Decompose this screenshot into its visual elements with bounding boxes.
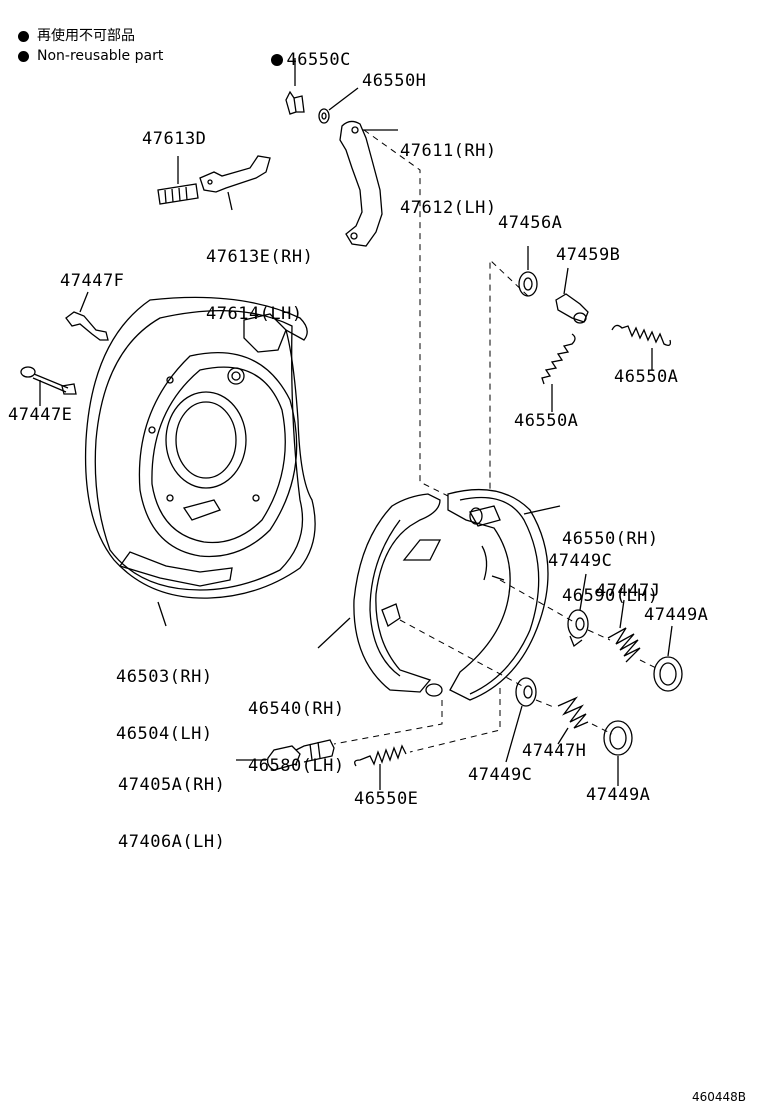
cable-47447F-part [66,292,108,340]
dashed-assembly-lines [334,130,660,752]
label-47449C-bottom[interactable]: 47449C [468,765,533,785]
label-46503-46504[interactable]: 46503(RH) 46504(LH) [116,667,213,744]
label-47447J[interactable]: 47447J [596,581,661,601]
shoe-46550-part [448,490,560,700]
label-47449C-top[interactable]: 47449C [548,551,613,571]
bolt-47459B-part [556,268,588,323]
adjuster-47405A-part [236,740,334,770]
washer-47449C-top-part [568,574,588,646]
label-46550-46590[interactable]: 46550(RH) 46590(LH) [562,529,659,606]
legend-text-japanese: 再使用不可部品 [37,28,135,44]
spring-47447J-part [608,600,640,662]
filled-dot-icon [18,50,29,62]
legend-row-english: Non-reusable part [18,46,163,66]
cup-47449A-top-part [654,626,682,691]
label-47447H[interactable]: 47447H [522,741,587,761]
legend-row-japanese: 再使用不可部品 [18,26,163,46]
spring-46550A-left-part [542,334,575,412]
label-47613D[interactable]: 47613D [142,129,207,149]
lever-47611-part [340,121,398,246]
plug-47456A-part [519,246,537,296]
strut-47613E-part [200,156,270,210]
label-47447E[interactable]: 47447E [8,405,73,425]
figure-id: 460448B [691,1090,746,1104]
label-46550A-right[interactable]: 46550A [614,367,679,387]
non-reusable-dot-icon [271,54,284,66]
label-46550H[interactable]: 46550H [362,71,427,91]
spring-46550A-right-part [612,325,670,370]
spring-47447H-part [558,698,588,744]
label-47459B[interactable]: 47459B [556,245,621,265]
label-47611-47612[interactable]: 47611(RH) 47612(LH) [400,141,497,218]
label-47447F[interactable]: 47447F [60,271,125,291]
label-47456A[interactable]: 47456A [498,213,563,233]
label-47449A-top[interactable]: 47449A [644,605,709,625]
filled-dot-icon [18,30,29,42]
shoe-46540-part [318,494,442,696]
pin-47447E-part [21,367,76,406]
cup-47449A-bottom-part [604,721,632,786]
legend-text-english: Non-reusable part [37,48,164,64]
label-46550E[interactable]: 46550E [354,789,419,809]
label-46540-46580[interactable]: 46540(RH) 46580(LH) [248,699,345,776]
washer-46550H-part [319,88,358,123]
legend: 再使用不可部品 Non-reusable part [18,26,163,66]
label-47405A-47406A[interactable]: 47405A(RH) 47406A(LH) [118,775,226,852]
label-47613E-47614[interactable]: 47613E(RH) 47614(LH) [206,247,314,324]
label-46550A-left[interactable]: 46550A [514,411,579,431]
spring-47613D-part [158,156,198,204]
washer-47449C-bottom-part [506,678,536,762]
label-47449A-bottom[interactable]: 47449A [586,785,651,805]
backing-plate-46503-part [86,297,316,626]
spring-46550E-part [355,746,406,790]
label-46550C[interactable]: 46550C [250,32,351,70]
clip-46550C-part [286,58,304,114]
